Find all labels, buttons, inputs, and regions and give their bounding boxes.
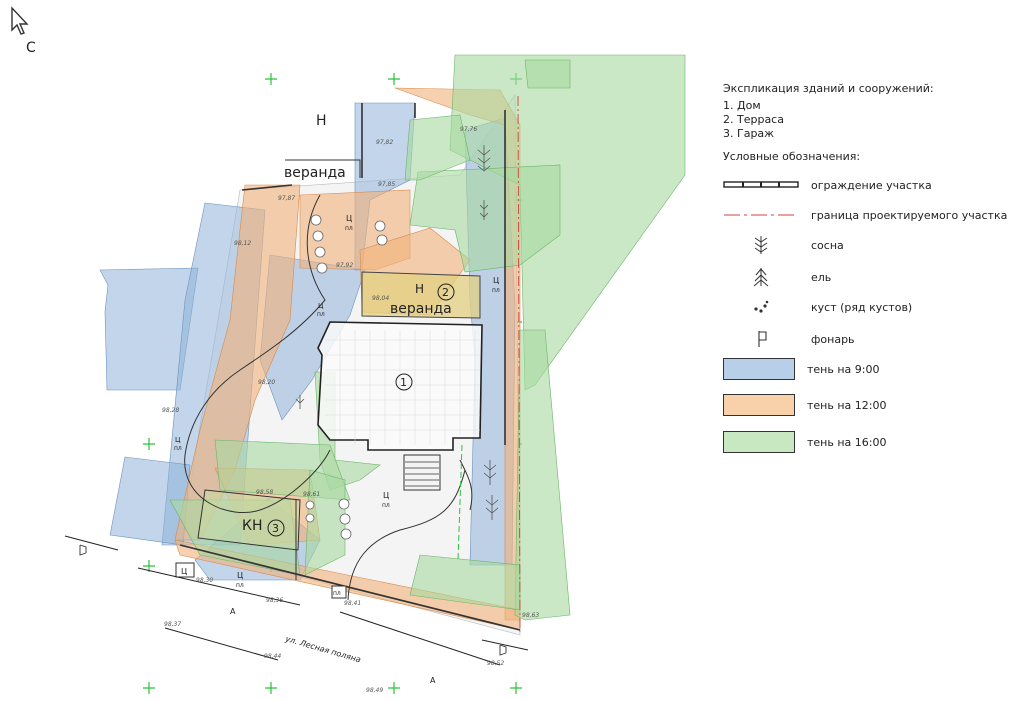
spruce-label: ель xyxy=(811,270,832,284)
explication-item-1: 1. Дом xyxy=(723,99,761,112)
symbols-title: Условные обозначения: xyxy=(723,150,861,163)
section-a-right: А xyxy=(430,676,436,685)
drain-line xyxy=(457,444,463,561)
entrance-box: Ц пл xyxy=(175,562,347,599)
bush-icon xyxy=(723,296,799,318)
upper-veranda: Н веранда xyxy=(284,113,361,181)
paving-cz-6: Ц xyxy=(318,302,324,310)
fence-line xyxy=(179,103,521,631)
elev-19: 98,63 xyxy=(522,612,539,619)
explication-item-3: 3. Гараж xyxy=(723,127,775,140)
legend-shadow-16: тень на 16:00 xyxy=(723,431,886,453)
elev-18: 98,61 xyxy=(303,491,320,498)
legend-shadow-9: тень на 9:00 xyxy=(723,358,879,380)
legend-spruce: ель xyxy=(723,266,831,288)
garage-building: КН 3 xyxy=(197,489,301,551)
paving-cz-1: Ц xyxy=(346,214,352,223)
elev-8: 98,20 xyxy=(258,379,275,386)
terrace-north-mark: Н xyxy=(415,282,424,296)
fence-icon xyxy=(723,174,799,196)
legend-pine: сосна xyxy=(723,234,844,256)
cursor-icon: C xyxy=(11,6,36,56)
elev-7: 98,12 xyxy=(234,240,251,247)
north-mark: Н xyxy=(316,113,327,129)
elev-12: 98,37 xyxy=(164,621,181,628)
shadow-12-swatch xyxy=(723,394,795,416)
paving-cz-3: Ц xyxy=(383,491,389,500)
gate-pl: пл xyxy=(333,590,341,597)
shadow-16-label: тень на 16:00 xyxy=(807,435,887,449)
paving-pl-5: пл xyxy=(174,445,182,452)
garage-code: КН xyxy=(242,518,262,534)
garage-number: 3 xyxy=(272,522,279,535)
lamps xyxy=(79,544,507,656)
elev-2: 97,82 xyxy=(376,139,393,146)
paving-cz-4: Ц xyxy=(237,571,243,580)
elev-10: 98,30 xyxy=(196,577,213,584)
paving-pl-4: пл xyxy=(236,582,244,589)
legend-fence: ограждение участка xyxy=(723,174,932,196)
explication-item-2: 2. Терраса xyxy=(723,113,784,126)
paving-labels: Ц пл Ц пл Ц пл Ц пл Ц пл Ц пл xyxy=(174,214,500,589)
paving-pl-2: пл xyxy=(492,287,500,294)
elev-5: 97,92 xyxy=(336,262,353,269)
shadow-16-swatch xyxy=(723,431,795,453)
elev-13: 98,41 xyxy=(344,600,361,607)
veranda-top-label: веранда xyxy=(284,165,346,181)
trees xyxy=(295,145,499,520)
paving-pl-1: пл xyxy=(345,225,353,232)
paving-cz-5: Ц xyxy=(175,436,181,444)
section-a-left: А xyxy=(230,607,236,616)
elev-9: 98,28 xyxy=(162,407,179,414)
elev-4: 97,87 xyxy=(278,195,295,202)
house-number: 1 xyxy=(400,376,407,389)
elevation-marks: 97,76 97,82 97,85 97,87 97,92 98,04 98,1… xyxy=(162,126,539,694)
elev-16: 98,52 xyxy=(487,660,504,667)
steps xyxy=(405,461,439,487)
boundary-line xyxy=(517,95,521,633)
legend-shadow-12: тень на 12:00 xyxy=(723,394,886,416)
pine-label: сосна xyxy=(811,238,844,252)
paving-cz-2: Ц xyxy=(493,276,499,285)
bushes xyxy=(305,214,388,540)
veranda-label: веранда xyxy=(390,301,452,317)
cursor-letter: C xyxy=(26,40,36,56)
paving-pl-6: пл xyxy=(317,311,325,318)
legend-bush: куст (ряд кустов) xyxy=(723,296,912,318)
lamp-icon xyxy=(723,328,799,350)
terrace-veranda: Н 2 веранда xyxy=(361,271,481,319)
legend-boundary: граница проектируемого участка xyxy=(723,204,1007,226)
elev-14: 98,44 xyxy=(264,653,281,660)
shadow-9-label: тень на 9:00 xyxy=(807,362,880,376)
paving-pl-3: пл xyxy=(382,502,390,509)
elev-15: 98,49 xyxy=(366,687,383,694)
boundary-line-icon xyxy=(723,204,799,226)
legend-panel: Экспликация зданий и сооружений: 1. Дом … xyxy=(723,80,1019,453)
entrance-cz: Ц xyxy=(181,567,187,576)
shadow-9-swatch xyxy=(723,358,795,380)
street-lines xyxy=(64,535,529,666)
legend-lamp: фонарь xyxy=(723,328,855,350)
explication-title: Экспликация зданий и сооружений: xyxy=(723,82,934,95)
elev-1: 97,76 xyxy=(460,126,477,133)
street-name: ул. Лесная поляна xyxy=(283,634,361,664)
house-building: 1 xyxy=(317,321,483,451)
terrace-number: 2 xyxy=(442,286,449,299)
spruce-icon xyxy=(723,266,799,288)
pine-icon xyxy=(723,234,799,256)
elev-6: 98,04 xyxy=(372,295,389,302)
bush-label: куст (ряд кустов) xyxy=(811,300,913,314)
boundary-label: граница проектируемого участка xyxy=(811,208,1008,222)
elev-11: 98,36 xyxy=(266,597,283,604)
elev-3: 97,85 xyxy=(378,181,395,188)
elev-17: 98,58 xyxy=(256,489,273,496)
walkways xyxy=(184,194,473,601)
lamp-label: фонарь xyxy=(811,332,855,346)
shadow-12-label: тень на 12:00 xyxy=(807,398,887,412)
fence-label: ограждение участка xyxy=(811,178,932,192)
